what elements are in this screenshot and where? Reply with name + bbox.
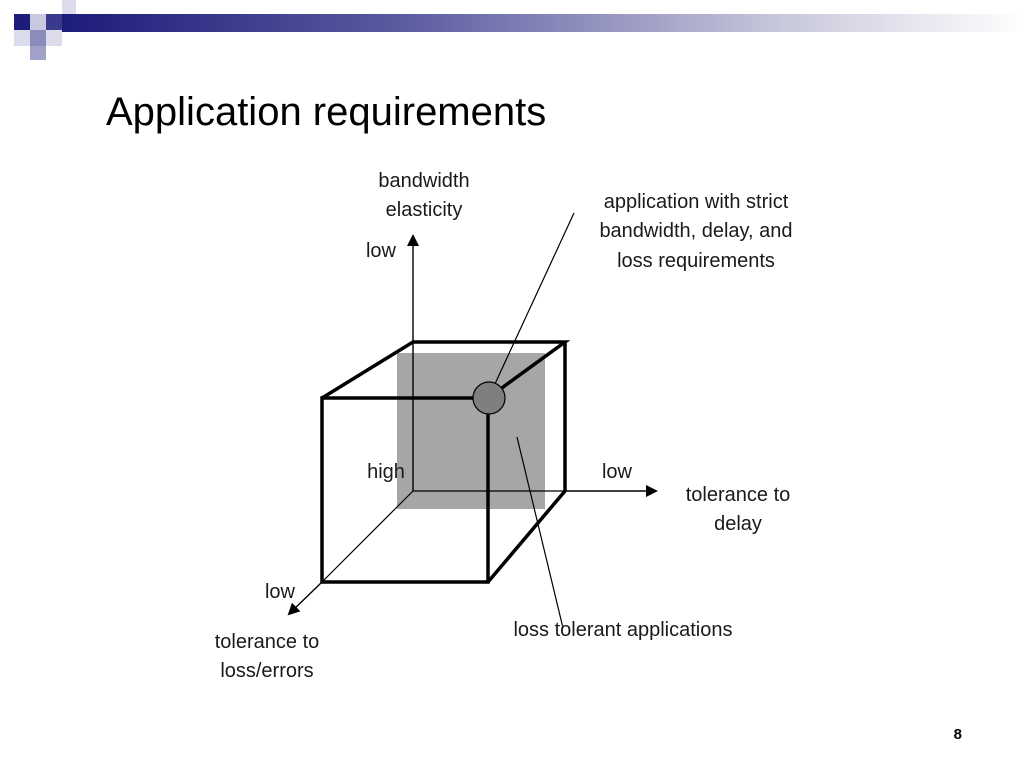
- bandwidth-axis-title: bandwidth: [378, 170, 469, 192]
- bandwidth-axis-title: elasticity: [386, 199, 463, 221]
- strict-app-callout: bandwidth, delay, and: [599, 220, 792, 242]
- cube-edge: [321, 490, 414, 583]
- bandwidth-axis-end-label: low: [366, 240, 397, 262]
- loss-axis: [287, 581, 323, 616]
- page-number: 8: [953, 726, 962, 743]
- slide-title: Application requirements: [106, 90, 547, 134]
- cube-front-face: [320, 396, 490, 584]
- delay-axis-title: delay: [714, 513, 762, 535]
- loss-axis-title: tolerance to: [215, 631, 320, 653]
- delay-axis-title: tolerance to: [686, 484, 791, 506]
- cube-top-edges: [321, 340, 571, 400]
- loss-tolerant-leader: [516, 436, 564, 629]
- checker-square: [14, 14, 30, 30]
- checker-square: [30, 14, 46, 30]
- cube-front-edges: [320, 340, 571, 584]
- checker-square: [46, 30, 62, 46]
- cube-right-edges: [486, 342, 567, 584]
- strict-app-leader: [493, 212, 575, 387]
- header-gradient-bar: [62, 14, 1024, 32]
- loss-axis-end-label: low: [265, 581, 296, 603]
- shaded-region: [397, 353, 545, 509]
- delay-axis-end-label: low: [602, 461, 633, 483]
- strict-app-callout: application with strict: [604, 191, 789, 213]
- checker-square: [30, 30, 46, 46]
- checker-square: [62, 0, 76, 14]
- strict-app-callout: loss requirements: [617, 250, 775, 272]
- loss-tolerant-callout: loss tolerant applications: [513, 619, 732, 641]
- checker-square: [30, 46, 46, 60]
- loss-axis-title: loss/errors: [220, 660, 313, 682]
- strict-application-point: [472, 381, 506, 415]
- origin-label: high: [367, 461, 405, 483]
- checker-square: [46, 14, 62, 30]
- header-band: [14, 0, 1024, 60]
- checker-square: [14, 30, 30, 46]
